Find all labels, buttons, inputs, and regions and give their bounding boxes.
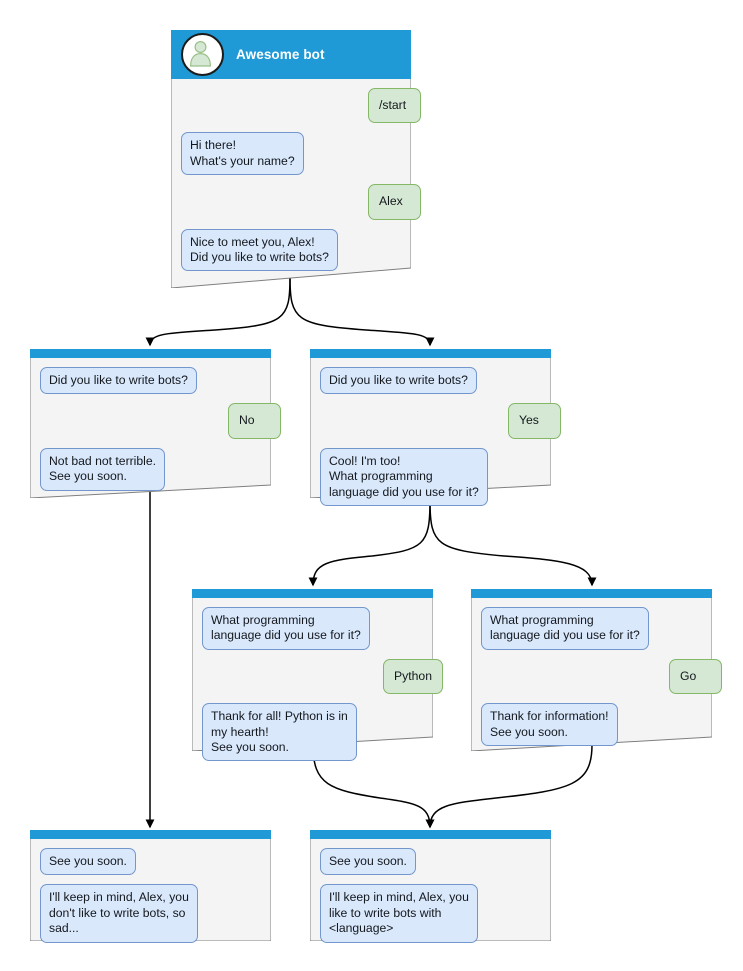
- bot-name-label: Awesome bot: [236, 47, 325, 62]
- person-avatar-icon: [181, 33, 224, 76]
- node-language-go[interactable]: What programming language did you use fo…: [471, 589, 722, 751]
- message-row: /start: [181, 88, 421, 124]
- node-goodbye-happy-header: [310, 830, 551, 839]
- user-message-bubble[interactable]: Yes: [508, 403, 561, 439]
- bot-message-bubble[interactable]: Cool! I'm too! What programming language…: [320, 447, 488, 507]
- node-language-go-header: [471, 589, 712, 598]
- bot-message-bubble[interactable]: Did you like to write bots?: [320, 367, 477, 395]
- message-row: I'll keep in mind, Alex, you like to wri…: [320, 884, 561, 943]
- bot-message-bubble[interactable]: Did you like to write bots?: [40, 367, 197, 395]
- message-row: Did you like to write bots?: [40, 367, 281, 395]
- user-message-bubble[interactable]: Python: [383, 658, 443, 695]
- node-answer-yes-header: [310, 349, 551, 358]
- edge-language-go-to-goodbye-happy: [425, 744, 593, 829]
- message-row: See you soon.: [40, 848, 281, 876]
- node-language-go-messages: What programming language did you use fo…: [471, 598, 732, 747]
- bot-message-bubble[interactable]: I'll keep in mind, Alex, you like to wri…: [320, 884, 478, 943]
- message-row: Not bad not terrible. See you soon.: [40, 447, 281, 491]
- bot-message-bubble[interactable]: Not bad not terrible. See you soon.: [40, 447, 166, 491]
- bot-message-bubble[interactable]: Nice to meet you, Alex! Did you like to …: [181, 228, 338, 272]
- node-goodbye-sad[interactable]: See you soon. I'll keep in mind, Alex, y…: [30, 830, 271, 943]
- bot-message-bubble[interactable]: I'll keep in mind, Alex, you don't like …: [40, 884, 198, 943]
- node-goodbye-sad-header: [30, 830, 271, 839]
- node-answer-no-header: [30, 349, 271, 358]
- node-language-python-messages: What programming language did you use fo…: [192, 598, 453, 762]
- node-answer-yes[interactable]: Did you like to write bots? Yes Cool! I'…: [310, 349, 561, 507]
- bot-message-bubble[interactable]: Thank for information! See you soon.: [481, 703, 618, 747]
- node-start-header: Awesome bot: [171, 30, 411, 79]
- node-language-python-header: [192, 589, 433, 598]
- message-row: Alex: [181, 184, 421, 220]
- bot-message-bubble[interactable]: Thank for all! Python is in my hearth! S…: [202, 703, 357, 762]
- node-answer-yes-messages: Did you like to write bots? Yes Cool! I'…: [310, 358, 571, 507]
- bot-message-bubble[interactable]: Hi there! What's your name?: [181, 132, 304, 176]
- node-language-python[interactable]: What programming language did you use fo…: [192, 589, 443, 762]
- message-row: What programming language did you use fo…: [481, 607, 722, 650]
- node-goodbye-happy-messages: See you soon. I'll keep in mind, Alex, y…: [310, 839, 571, 943]
- node-goodbye-sad-messages: See you soon. I'll keep in mind, Alex, y…: [30, 839, 291, 943]
- message-row: No: [40, 403, 281, 439]
- bot-message-bubble[interactable]: See you soon.: [40, 848, 136, 876]
- node-start-messages: /start Hi there! What's your name? Alex …: [171, 79, 431, 272]
- message-row: Thank for all! Python is in my hearth! S…: [202, 703, 443, 762]
- message-row: Go: [481, 658, 722, 695]
- node-start[interactable]: Awesome bot /start Hi there! What's your…: [171, 30, 421, 288]
- bot-message-bubble[interactable]: See you soon.: [320, 848, 416, 876]
- message-row: See you soon.: [320, 848, 561, 876]
- message-row: What programming language did you use fo…: [202, 607, 443, 650]
- message-row: Python: [202, 658, 443, 695]
- message-row: Thank for information! See you soon.: [481, 703, 722, 747]
- node-answer-no[interactable]: Did you like to write bots? No Not bad n…: [30, 349, 281, 498]
- message-row: Cool! I'm too! What programming language…: [320, 447, 561, 507]
- message-row: Hi there! What's your name?: [181, 132, 421, 176]
- message-row: Nice to meet you, Alex! Did you like to …: [181, 228, 421, 272]
- bot-message-bubble[interactable]: What programming language did you use fo…: [481, 607, 649, 650]
- user-message-bubble[interactable]: No: [228, 403, 281, 439]
- user-message-bubble[interactable]: Alex: [368, 184, 421, 220]
- user-message-bubble[interactable]: Go: [669, 658, 722, 695]
- message-row: I'll keep in mind, Alex, you don't like …: [40, 884, 281, 943]
- node-goodbye-happy[interactable]: See you soon. I'll keep in mind, Alex, y…: [310, 830, 551, 943]
- message-row: Did you like to write bots?: [320, 367, 561, 395]
- message-row: Yes: [320, 403, 561, 439]
- bot-message-bubble[interactable]: What programming language did you use fo…: [202, 607, 370, 650]
- user-message-bubble[interactable]: /start: [368, 88, 421, 124]
- node-answer-no-messages: Did you like to write bots? No Not bad n…: [30, 358, 291, 491]
